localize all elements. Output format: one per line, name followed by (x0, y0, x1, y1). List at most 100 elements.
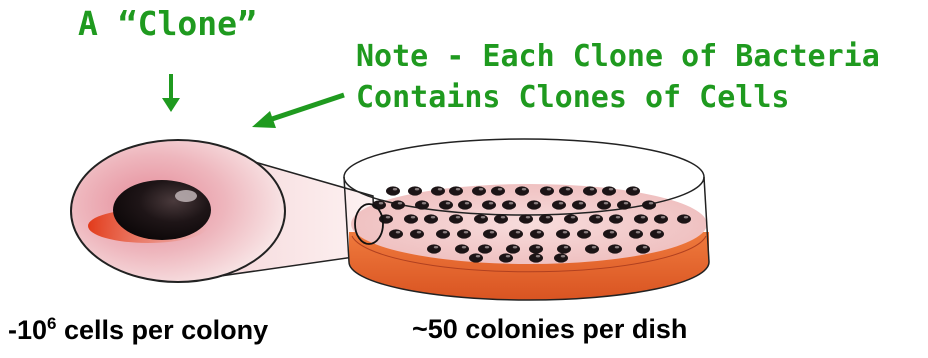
colony-highlight (584, 231, 588, 233)
bacterial-colony (457, 229, 471, 238)
colony-highlight (547, 188, 551, 190)
colony-highlight (616, 216, 620, 218)
colony-highlight (485, 246, 489, 248)
colony-highlight (422, 202, 426, 204)
colony-highlight (479, 188, 483, 190)
bacterial-colony (483, 229, 497, 238)
bacterial-colony (589, 214, 603, 223)
bacterial-colony (529, 253, 543, 262)
colony-highlight (175, 190, 197, 202)
bacterial-colony (427, 244, 441, 253)
colony-highlight (633, 188, 637, 190)
colony-highlight (546, 216, 550, 218)
bacterial-colony (431, 186, 445, 195)
bacterial-colony (515, 186, 529, 195)
colony-highlight (684, 216, 688, 218)
colony-highlight (590, 188, 594, 190)
bacterial-colony (617, 200, 631, 209)
cells-per-colony-caption: -106 cells per colony (8, 314, 268, 346)
bacterial-colony (474, 214, 488, 223)
colony-highlight (516, 231, 520, 233)
bacterial-colony (491, 186, 505, 195)
colony-highlight (434, 246, 438, 248)
note-text: Note - Each Clone of Bacteria Contains C… (356, 36, 880, 118)
colony-highlight (443, 231, 447, 233)
colony-highlight (481, 216, 485, 218)
bacterial-colony (391, 200, 405, 209)
colony-highlight (398, 202, 402, 204)
colony-highlight (592, 246, 596, 248)
colony-highlight (610, 231, 614, 233)
agar-surface (351, 184, 707, 264)
colony-highlight (462, 246, 466, 248)
bacterial-colony (572, 200, 586, 209)
colony-highlight (559, 202, 563, 204)
colony-highlight (465, 202, 469, 204)
bacterial-colony (408, 186, 422, 195)
colony-highlight (561, 255, 565, 257)
bacterial-colony (564, 214, 578, 223)
colony-highlight (446, 202, 450, 204)
bacterial-colony (386, 186, 400, 195)
bacterial-colony (509, 229, 523, 238)
bacterial-colony (636, 244, 650, 253)
colony-highlight (498, 188, 502, 190)
bacterial-colony (642, 200, 656, 209)
colony-highlight (564, 246, 568, 248)
colony-highlight (604, 202, 608, 204)
colony-highlight (396, 231, 400, 233)
colony-highlight (438, 188, 442, 190)
colony-highlight (456, 188, 460, 190)
bacterial-colony (603, 229, 617, 238)
bacterial-colony (449, 214, 463, 223)
caption-left-suffix: cells per colony (57, 315, 269, 345)
colony-highlight (641, 216, 645, 218)
bacterial-colony (530, 229, 544, 238)
bacterial-colony (554, 253, 568, 262)
diagonal-arrow (252, 95, 344, 128)
bacterial-colony (552, 200, 566, 209)
colony-highlight (649, 202, 653, 204)
bacterial-colony (529, 244, 543, 253)
colony-highlight (522, 188, 526, 190)
bacterial-colony (608, 244, 622, 253)
colony-highlight (431, 216, 435, 218)
bacterial-colony (389, 229, 403, 238)
down-arrow (162, 74, 180, 112)
colony-highlight (636, 231, 640, 233)
caption-left-exponent: 6 (47, 314, 56, 333)
colony-highlight (536, 246, 540, 248)
bacterial-colony (404, 214, 418, 223)
note-line-2: Contains Clones of Cells (356, 77, 880, 118)
bacterial-colony (583, 186, 597, 195)
colony-highlight (609, 188, 613, 190)
bacterial-colony (482, 200, 496, 209)
bacterial-colony (597, 200, 611, 209)
bacterial-colony (436, 229, 450, 238)
colony-highlight (563, 231, 567, 233)
colony-highlight (489, 202, 493, 204)
note-line-1: Note - Each Clone of Bacteria (356, 36, 880, 77)
colony-highlight (464, 231, 468, 233)
colony-highlight (476, 255, 480, 257)
bacterial-colony (519, 214, 533, 223)
colony-highlight (661, 216, 665, 218)
colony-highlight (534, 202, 538, 204)
colony-highlight (490, 231, 494, 233)
bacterial-colony (494, 214, 508, 223)
bacterial-colony (499, 253, 513, 262)
bacterial-colony (469, 253, 483, 262)
caption-left-prefix: -10 (8, 315, 47, 345)
colony-highlight (411, 216, 415, 218)
colony-highlight (379, 202, 383, 204)
bacterial-colony (634, 214, 648, 223)
bacterial-colony (556, 229, 570, 238)
colony-highlight (537, 231, 541, 233)
bacterial-colony (449, 186, 463, 195)
colony-highlight (393, 188, 397, 190)
bacterial-colony (626, 186, 640, 195)
bacterial-colony (609, 214, 623, 223)
colony-highlight (596, 216, 600, 218)
colony-highlight (415, 188, 419, 190)
